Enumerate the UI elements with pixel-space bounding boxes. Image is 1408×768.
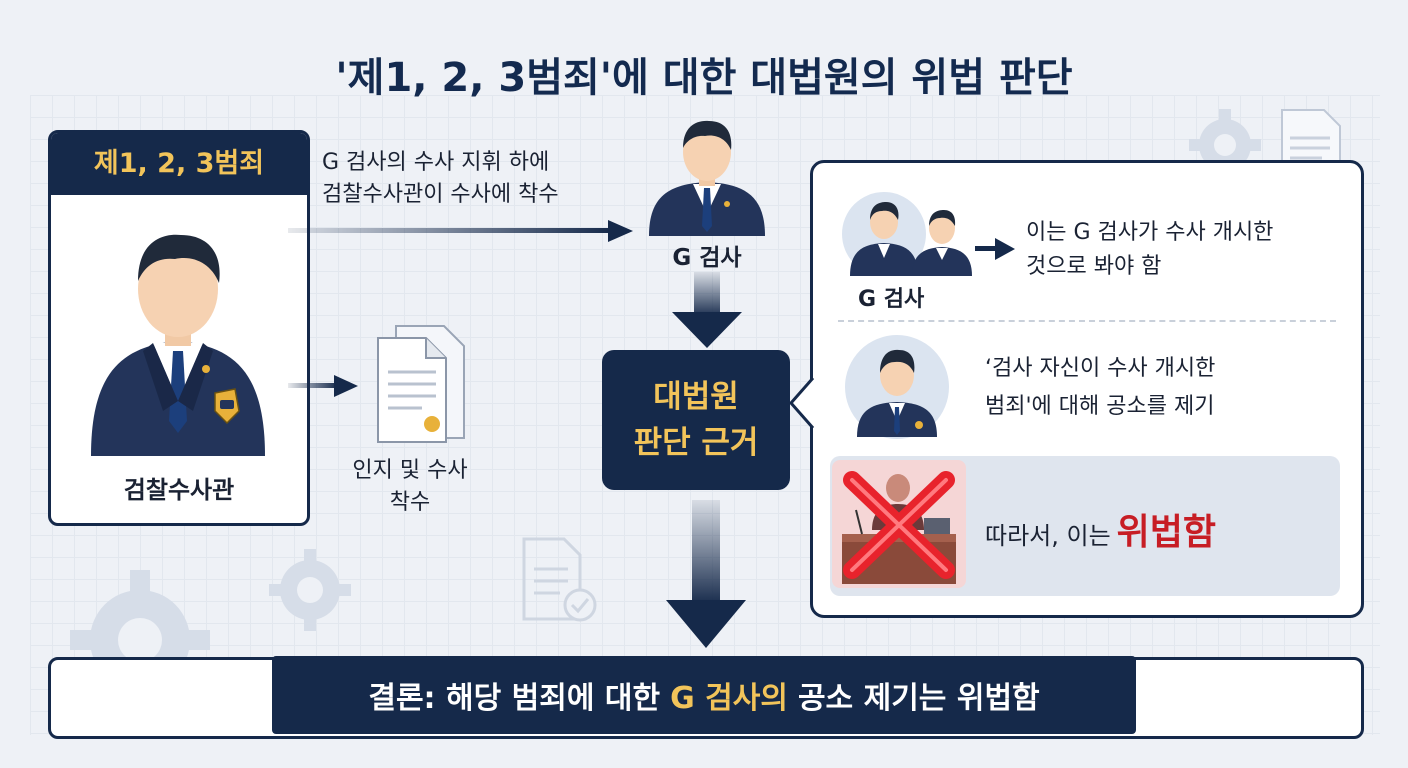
documents-label: 인지 및 수사 착수 [340,455,480,519]
illegal-prefix: 따라서, 이는 [985,522,1111,550]
conclusion-prefix: 결론: 해당 범죄에 대한 [368,681,661,716]
arrow-down-icon [666,500,746,648]
arrow-right-icon [288,220,633,242]
group-label: G 검사 [858,287,925,312]
panel-pointer [789,377,815,429]
arrow-down-icon [672,272,742,348]
rejected-prosecution-icon [832,460,966,588]
arrow-right-icon [975,238,1015,260]
prosecutor-avatar [649,120,765,236]
left-card: 제1, 2, 3범죄 검찰수사관 [48,130,310,526]
conclusion-highlight: G 검사의 [670,681,788,716]
documents-icon [377,325,465,443]
document-check-icon [522,537,597,622]
judgment-basis-box: 대법원 판단 근거 [602,350,790,490]
flow-text-1: G 검사의 수사 지휘 하에 [322,150,550,175]
point2-line1: ‘검사 자신이 수사 개시한 [985,356,1216,381]
conclusion-suffix: 공소 제기는 위법함 [797,681,1040,716]
flow-text-2: 검찰수사관이 수사에 착수 [322,182,559,207]
conclusion-banner: 결론: 해당 범죄에 대한 G 검사의 공소 제기는 위법함 [272,656,1136,734]
point1-line1: 이는 G 검사가 수사 개시한 [1026,220,1274,245]
gear-icon [1189,109,1261,181]
gear-icon [269,549,351,631]
documents-label-line1: 인지 및 수사 [352,458,468,483]
judgment-basis-line2: 판단 근거 [633,425,759,461]
point1-line2: 것으로 봐야 함 [1026,254,1162,279]
prosecutor-group-avatar [842,192,972,276]
page-title: '제1, 2, 3범죄'에 대한 대법원의 위법 판단 [335,54,1073,101]
panel-divider [838,320,1336,322]
prosecutor-label: G 검사 [672,245,742,271]
documents-label-line2: 착수 [389,490,431,515]
arrow-right-icon [288,375,358,397]
left-card-heading: 제1, 2, 3범죄 [51,133,307,195]
illegal-keyword: 위법함 [1116,512,1217,553]
prosecutor-avatar [845,335,949,439]
point2-line2: 범죄'에 대해 공소를 제기 [985,394,1215,419]
investigator-label: 검찰수사관 [123,476,235,504]
investigator-avatar [91,234,265,456]
judgment-basis-line1: 대법원 [653,379,739,415]
